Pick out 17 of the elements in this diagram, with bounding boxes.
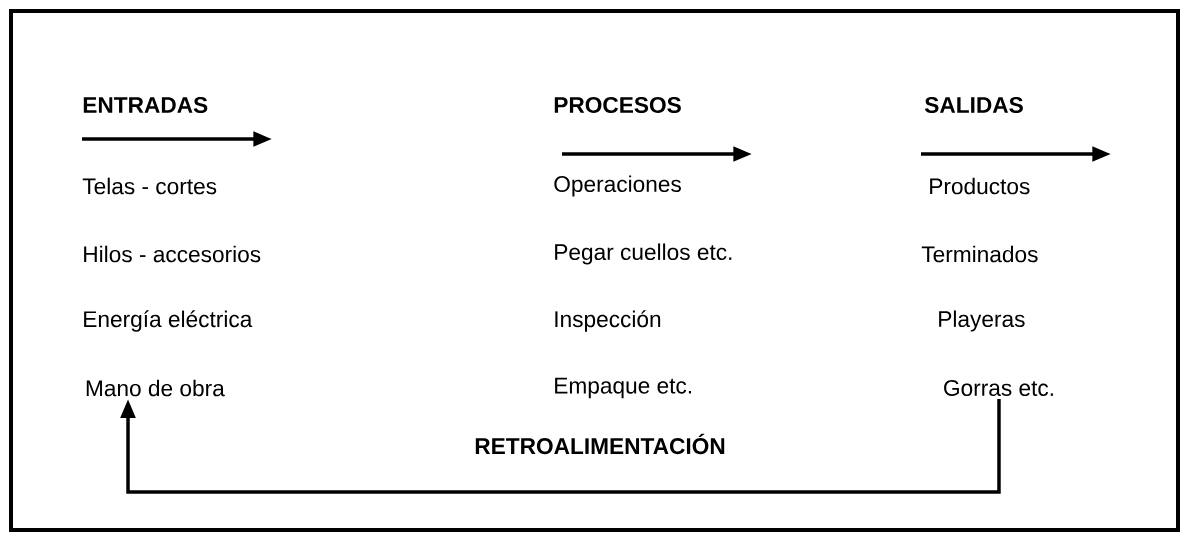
column-heading: ENTRADAS xyxy=(83,96,208,114)
column-heading: PROCESOS xyxy=(554,96,681,114)
item-text: Operaciones xyxy=(554,175,681,197)
column-heading: SALIDAS xyxy=(924,96,1023,114)
item-text: Playeras xyxy=(939,310,1025,332)
edge-label: RETROALIMENTACIÓN xyxy=(471,431,729,457)
item-text: Terminados xyxy=(921,245,1038,263)
item-text: Telas - cortes xyxy=(82,177,217,195)
item-text: Gorras etc. xyxy=(944,379,1053,397)
feedback-arrow xyxy=(120,398,1001,494)
item-text: Inspección xyxy=(555,310,661,332)
item-text: Energía eléctrica xyxy=(84,310,253,332)
item-text: Empaque etc. xyxy=(555,377,691,399)
item-text: Hilos - accesorios xyxy=(84,245,261,263)
item-text: Pegar cuellos etc. xyxy=(555,243,732,265)
item-text: Mano de obra xyxy=(86,379,225,397)
item-text: Productos xyxy=(930,177,1030,195)
